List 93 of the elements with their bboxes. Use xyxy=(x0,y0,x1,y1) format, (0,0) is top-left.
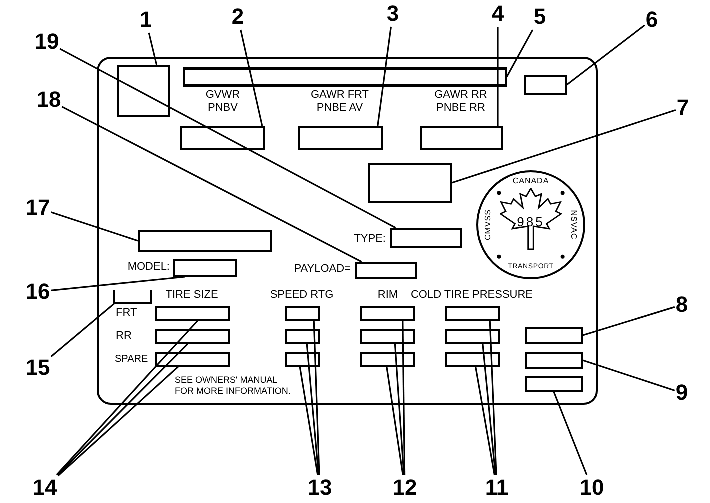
callout-number: 14 xyxy=(32,476,58,500)
leader-line xyxy=(553,392,588,476)
blank-field xyxy=(390,228,462,248)
leader-line xyxy=(56,320,198,476)
leader-line xyxy=(402,321,406,475)
blank-field xyxy=(525,352,583,369)
callout-number: 4 xyxy=(492,2,504,26)
blank-field xyxy=(360,352,415,367)
callout-number: 16 xyxy=(26,280,50,304)
blank-field xyxy=(183,67,507,87)
field-label: GAWR FRT PNBE AV xyxy=(310,89,370,115)
callout-number: 3 xyxy=(386,2,400,26)
blank-field xyxy=(180,126,265,150)
note-text: SEE OWNERS' MANUAL FOR MORE INFORMATION. xyxy=(175,375,292,397)
callout-number: 15 xyxy=(26,356,50,380)
field-label: TYPE: xyxy=(354,233,386,246)
leader-line xyxy=(582,306,676,336)
field-label: MODEL: xyxy=(128,261,170,274)
label-card xyxy=(97,57,598,405)
leader-line xyxy=(452,110,676,184)
leader-line xyxy=(482,344,496,476)
leader-line xyxy=(57,343,189,476)
column-header: RIM xyxy=(378,289,398,302)
blank-field xyxy=(368,163,452,203)
callout-number: 5 xyxy=(534,5,546,29)
callout-number: 1 xyxy=(140,8,152,32)
field-label: GVWR PNBV xyxy=(204,89,242,115)
callout-number: 7 xyxy=(676,96,690,120)
leader-line xyxy=(240,30,264,126)
leader-line xyxy=(313,320,320,476)
callout-number: 18 xyxy=(36,88,62,112)
blank-field xyxy=(173,259,237,277)
blank-field xyxy=(117,65,170,117)
leader-line xyxy=(51,276,186,292)
blank-field xyxy=(525,327,583,344)
leader-line xyxy=(394,344,405,476)
callout-number: 12 xyxy=(392,476,418,500)
leader-line xyxy=(306,344,320,476)
row-label: RR xyxy=(116,330,132,343)
callout-number: 8 xyxy=(676,293,688,317)
field-label: PAYLOAD= xyxy=(294,263,351,276)
leader-line xyxy=(489,320,498,476)
callout-number: 2 xyxy=(232,5,244,29)
leader-line xyxy=(62,106,362,263)
column-header: TIRE SIZE xyxy=(166,289,218,302)
leader-line xyxy=(377,26,392,126)
callout-number: 13 xyxy=(308,476,332,500)
leader-line xyxy=(582,360,676,392)
leader-line xyxy=(58,366,179,477)
leader-line xyxy=(506,30,534,78)
row-label: SPARE xyxy=(115,353,148,366)
blank-field xyxy=(445,306,500,321)
blank-field xyxy=(360,306,415,321)
column-header: COLD TIRE PRESSURE xyxy=(410,289,534,302)
callout-number: 17 xyxy=(26,196,50,220)
leader-line xyxy=(50,303,115,358)
callout-number: 11 xyxy=(485,476,509,500)
seal-text: CANADA xyxy=(512,176,550,188)
leader-line xyxy=(60,48,396,229)
leader-line xyxy=(50,212,138,242)
blank-field xyxy=(298,126,383,150)
field-label: GAWR RR PNBE RR xyxy=(434,89,488,115)
row-label: FRT xyxy=(116,307,138,320)
seal-text: NSVAC xyxy=(568,210,580,240)
seal xyxy=(476,170,586,280)
blank-field xyxy=(525,376,583,392)
blank-field xyxy=(285,329,320,344)
blank-field xyxy=(155,306,230,321)
blank-field xyxy=(155,329,230,344)
callout-number: 6 xyxy=(646,8,658,32)
blank-field xyxy=(524,75,567,95)
callout-number: 10 xyxy=(580,476,604,500)
blank-field xyxy=(420,126,503,150)
seal-number: 985 xyxy=(517,216,545,228)
blank-field xyxy=(445,352,500,367)
leader-line xyxy=(386,366,404,476)
leader-line xyxy=(148,32,158,66)
blank-field xyxy=(285,306,320,321)
blank-field xyxy=(355,262,417,279)
leader-line xyxy=(497,27,499,126)
seal-text: CMVSS xyxy=(482,210,494,240)
callout-number: 9 xyxy=(676,381,688,405)
blank-field xyxy=(445,329,500,344)
leader-line xyxy=(566,24,646,86)
leader-line xyxy=(299,366,319,476)
callout-number: 19 xyxy=(34,30,60,54)
blank-field xyxy=(155,352,230,367)
blank-field xyxy=(138,230,272,252)
column-header: SPEED RTG xyxy=(270,289,334,302)
blank-field xyxy=(285,352,320,367)
blank-field xyxy=(113,290,152,304)
leader-line xyxy=(475,366,496,476)
blank-field xyxy=(360,329,415,344)
